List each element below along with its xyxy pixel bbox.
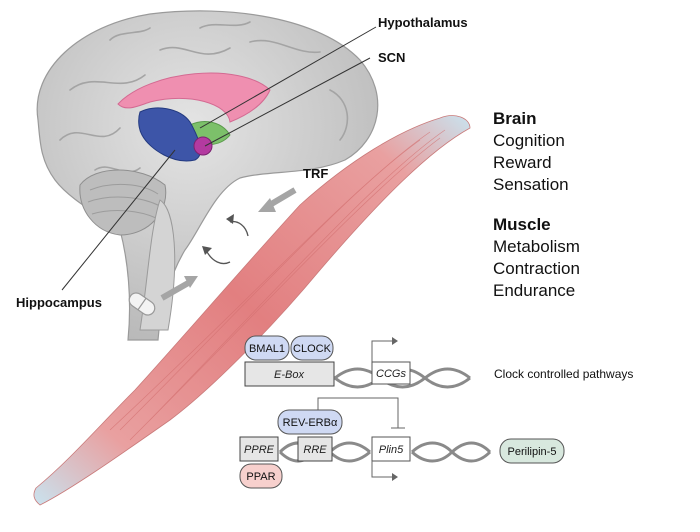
brain-item-cognition: Cognition xyxy=(493,131,565,150)
brain-title: Brain xyxy=(493,109,537,128)
ppre-label: PPRE xyxy=(244,444,275,456)
ccgs-label: CCGs xyxy=(376,368,406,380)
brain-section: Brain Cognition Reward Sensation xyxy=(493,108,569,196)
brain-illustration xyxy=(36,10,379,341)
pill-arrow xyxy=(160,276,198,301)
muscle-item-metabolism: Metabolism xyxy=(493,237,580,256)
clock-bubble xyxy=(290,335,334,361)
rre-label: RRE xyxy=(303,444,327,456)
rev-erb-bubble xyxy=(277,409,343,435)
hippocampus-region xyxy=(138,107,201,162)
muscle-illustration xyxy=(33,115,471,506)
muscle-title: Muscle xyxy=(493,215,551,234)
ebox-box xyxy=(244,361,335,387)
label-trf: TRF xyxy=(303,166,328,181)
ppar-label: PPAR xyxy=(246,471,275,483)
muscle-item-contraction: Contraction xyxy=(493,259,580,278)
bmal1-label: BMAL1 xyxy=(249,343,285,355)
pill-icon xyxy=(128,292,156,316)
feedback-arrows xyxy=(202,214,249,265)
plin5-box xyxy=(371,436,411,462)
ppar-bubble xyxy=(239,463,283,489)
perilipin5-bubble xyxy=(499,438,565,464)
brain-item-sensation: Sensation xyxy=(493,175,569,194)
rre-box xyxy=(297,436,333,462)
rev-erb-label: REV-ERBα xyxy=(283,417,338,429)
muscle-item-endurance: Endurance xyxy=(493,281,576,300)
plin5-promoter-arrow xyxy=(371,461,398,481)
ccg-promoter-arrow xyxy=(371,337,398,362)
ppre-box xyxy=(239,436,279,462)
label-hypothalamus: Hypothalamus xyxy=(378,15,468,30)
label-hippocampus: Hippocampus xyxy=(16,295,102,310)
plin5-label: Plin5 xyxy=(379,444,404,456)
label-scn: SCN xyxy=(378,50,405,65)
perilipin5-label: Perilipin-5 xyxy=(508,446,557,458)
ebox-label: E-Box xyxy=(274,369,304,381)
rev-erb-inhibition xyxy=(317,397,405,429)
trf-arrow xyxy=(258,187,297,212)
pointer-lines xyxy=(61,26,377,291)
brain-item-reward: Reward xyxy=(493,153,552,172)
muscle-section: Muscle Metabolism Contraction Endurance xyxy=(493,214,580,302)
ccgs-box xyxy=(371,361,411,385)
bmal1-bubble xyxy=(244,335,290,361)
scn-region xyxy=(193,136,213,156)
ccg-output-label: Clock controlled pathways xyxy=(494,367,633,381)
clock-label: CLOCK xyxy=(293,343,332,355)
